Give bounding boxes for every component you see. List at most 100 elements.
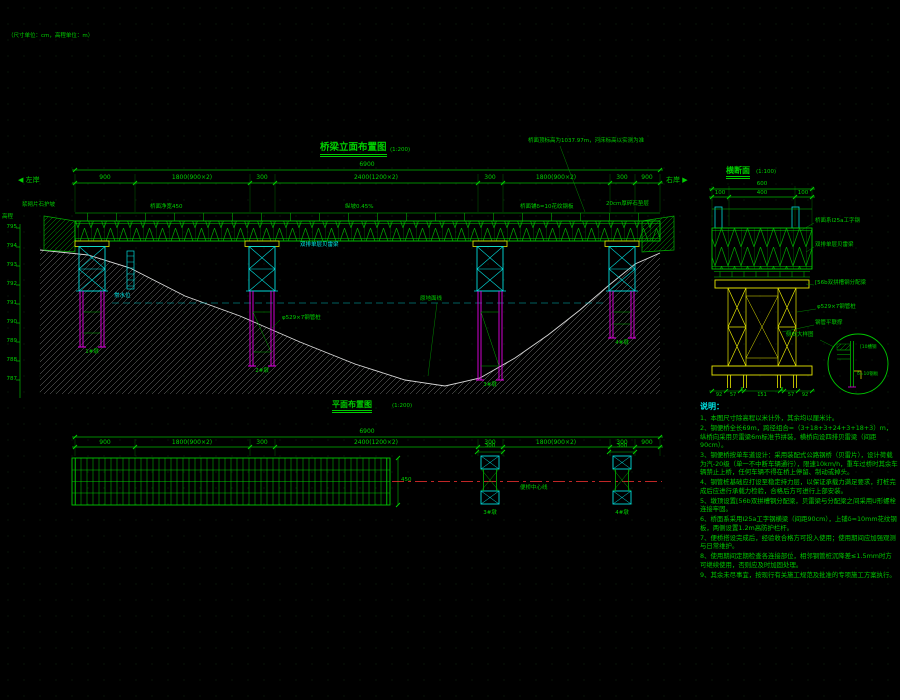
grade-label: 纵坡0.45% [345, 204, 374, 210]
section-title: 横断面 [726, 167, 750, 179]
note-item: 2、钢便桥全长69m，跨径组合=（3+18+3+24+3+18+3）m，纵桥向采… [700, 424, 893, 450]
dim-label: 1800(900×2) [535, 438, 577, 446]
dim-label: 900 [641, 174, 653, 181]
pier-number: 3#墩 [483, 382, 497, 388]
detail-ref-label: 侧向大样图 [786, 332, 814, 338]
callout-label: [56b双拼槽钢分配梁 [815, 280, 867, 286]
dim-label: 1800(900×2) [171, 174, 213, 181]
dim-label: 57 [729, 392, 737, 398]
right-bank-label: 右岸 ▶ [666, 176, 688, 184]
centerline-label: 便桥中心线 [520, 485, 548, 491]
note-item: 7、便桥搭设完成后，经验收合格方可投入使用；使用期间应加强观测与日常维护。 [700, 533, 896, 551]
axis-title: 高程 [2, 214, 14, 220]
note-item: 8、使用期间定期检查各连接部位，相邻钢管桩沉降差≤1.5mm时方可继续使用，否则… [700, 552, 892, 569]
notes-title: 说明： [700, 402, 724, 411]
dim-label: 151 [757, 392, 767, 398]
pier-3-elevation [472, 240, 508, 381]
callout-label: 双排单层贝雷梁 [815, 242, 854, 248]
dim-label: 300 [484, 443, 496, 449]
plan-width-dim: 450 [401, 477, 412, 483]
dim-label: 92 [801, 392, 809, 398]
axis-value: 790 [6, 319, 18, 325]
pier-4-elevation [604, 240, 640, 339]
dim-total: 6900 [359, 428, 375, 435]
water-gauge [126, 250, 135, 290]
dim-label: 2400(1200×2) [353, 174, 399, 181]
dim-label: 100 [714, 189, 726, 196]
deck-elevation-note: 桥面顶标高为1037.97m，河床标高以实测为准 [528, 138, 645, 144]
dim-label: 900 [641, 438, 653, 446]
callout-label: 钢管平联撑 [815, 320, 843, 326]
dim-label: 300 [616, 438, 628, 446]
plan-scale: (1:200) [392, 403, 413, 409]
deck-plate-label: 桥面铺δ=10花纹钢板 [520, 204, 574, 210]
plan-pier-4 [606, 449, 638, 505]
note-item: 6、桥面系采用I25a工字钢横梁（间距90cm），上铺δ=10mm花纹钢板，两侧… [700, 515, 897, 532]
dim-label: 400 [756, 189, 768, 196]
dim-label: 1800(900×2) [171, 438, 213, 446]
dim-label: 900 [99, 174, 111, 181]
note-item: 1、本图尺寸除高程以米计外，其余均以厘米计。 [700, 414, 839, 422]
dim-label: 900 [99, 438, 111, 446]
dim-label: 8 [780, 387, 784, 393]
plan-pier-label: 4#墩 [615, 510, 629, 516]
detail-label: δ=10钢板 [857, 372, 879, 377]
deck-width-label: 桥面净宽450 [150, 204, 183, 210]
leader-lines [271, 145, 835, 377]
elevation-axis [16, 224, 21, 398]
axis-value: 795 [6, 224, 18, 230]
dim-label: 600 [756, 181, 768, 187]
dim-label: 1800(900×2) [535, 174, 577, 181]
dim-label: 300 [256, 438, 268, 446]
axis-value: 793 [6, 262, 18, 268]
ground-line-label: 原地面线 [420, 296, 443, 302]
axis-value: 787 [6, 376, 18, 382]
dim-label: 100 [797, 189, 809, 196]
dim-label: 8 [740, 387, 744, 393]
bailey-label: 双排单层贝雷梁 [300, 242, 339, 248]
axis-value: 792 [6, 281, 18, 287]
section-scale: (1:100) [756, 169, 777, 175]
elevation-dimensions [72, 167, 663, 212]
axis-value: 789 [6, 338, 18, 344]
elevation-title: 桥梁立面布置图 [320, 143, 387, 157]
pier-number: 4#墩 [615, 340, 629, 346]
dim-label: 300 [256, 174, 268, 181]
elevation-scale: (1:200) [390, 147, 411, 153]
pier-number: 2#墩 [255, 368, 269, 374]
pile-label: φ529×7钢管桩 [282, 315, 321, 321]
note-item: 3、钢便桥按单车道设计：采用装配式公路钢桥（贝雷片），设计荷载为汽-20级（单一… [700, 451, 898, 477]
axis-value: 788 [6, 357, 18, 363]
plan-view [71, 434, 663, 508]
dim-label: 92 [715, 392, 723, 398]
notes-block: 说明： 1、本图尺寸除高程以米计外，其余均以厘米计。 2、钢便桥全长69m，跨径… [700, 401, 898, 581]
plan-title: 平面布置图 [332, 401, 372, 413]
dim-label: 300 [484, 174, 496, 181]
unit-note: （尺寸单位：cm，高程单位：m） [8, 33, 94, 39]
note-item: 5、墩顶设置[56b双拼槽钢分配梁，贝雷梁与分配梁之间采用U形螺栓连接牢固。 [700, 496, 896, 514]
callout-label: 桥面系I25a工字钢 [815, 218, 860, 224]
right-slope-label: 20cm厚碎石垫层 [606, 201, 649, 207]
plan-pier-3 [474, 449, 506, 505]
note-item: 9、其余未尽事宜，按现行有关施工规范及批准的专项施工方案执行。 [700, 570, 896, 579]
axis-value: 791 [6, 300, 18, 306]
cross-section-view [709, 186, 817, 394]
axis-value: 794 [6, 243, 18, 249]
plan-pier-label: 3#墩 [483, 510, 497, 516]
pier-number: 1#墩 [85, 349, 99, 355]
dim-label: 57 [787, 392, 795, 398]
detail-label: [10槽钢 [860, 345, 877, 350]
dim-label: 300 [616, 443, 628, 449]
dim-label: 300 [616, 174, 628, 181]
pier-1-elevation [74, 240, 110, 348]
bailey-truss-deck [74, 212, 661, 242]
pier-2-elevation [244, 240, 280, 367]
abutment-left [43, 215, 76, 253]
water-level-label: 常水位 [114, 293, 131, 299]
note-item: 4、钢管桩基础应打设至稳定持力层，以保证承载力满足要求，打桩完成后应进行承载力检… [700, 478, 896, 495]
dim-total: 6900 [359, 161, 375, 168]
left-slope-label: 浆砌片石护坡 [22, 202, 56, 208]
dim-label: 2400(1200×2) [353, 438, 399, 446]
